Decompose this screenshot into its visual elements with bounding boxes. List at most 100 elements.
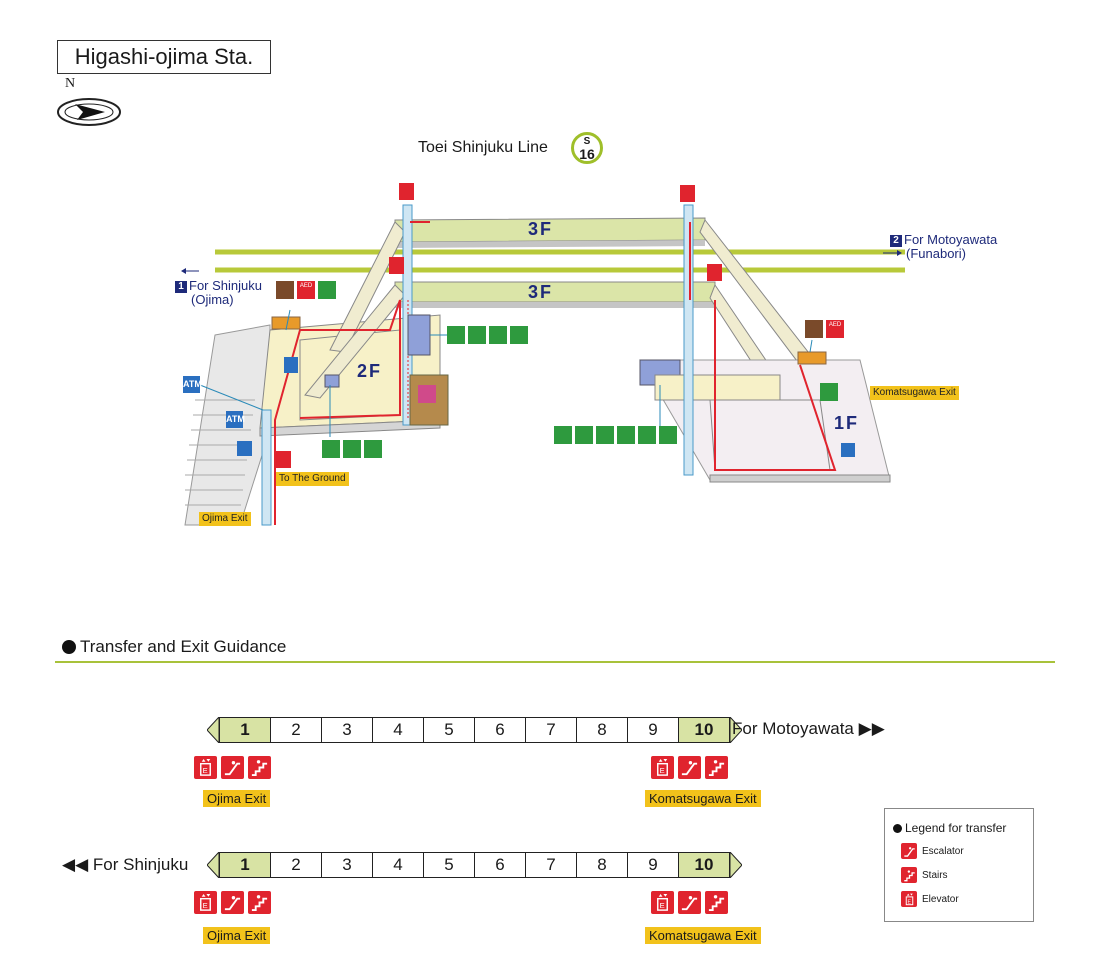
escalator-icon xyxy=(678,756,701,779)
escalator-icon xyxy=(678,891,701,914)
car1-exit-bottom: Ojima Exit xyxy=(203,927,271,944)
svg-text:E: E xyxy=(660,901,665,910)
legend-label: Escalator xyxy=(922,845,964,857)
svg-text:E: E xyxy=(660,766,665,775)
stairs-icon xyxy=(705,756,728,779)
map-exit-komatsugawa: Komatsugawa Exit xyxy=(870,386,959,400)
ticket-machine-icon xyxy=(237,441,252,456)
direction-shinjuku-label: ◀◀ For Shinjuku xyxy=(62,855,188,875)
direction-number: 1 xyxy=(175,280,187,293)
svg-text:E: E xyxy=(203,901,208,910)
legend-item-escalator: Escalator xyxy=(901,843,1033,859)
car-2: 2 xyxy=(271,852,322,878)
multipurpose-toilet-icon xyxy=(596,426,614,444)
changing-room-icon xyxy=(659,426,677,444)
car-7: 7 xyxy=(526,852,577,878)
toilet-icon xyxy=(554,426,572,444)
wheelchair-icon xyxy=(322,440,340,458)
elevator-icon: E xyxy=(194,891,217,914)
stairs-icon xyxy=(705,891,728,914)
escalator-icon xyxy=(221,891,244,914)
line-code-badge: S 16 xyxy=(571,132,603,164)
car-3: 3 xyxy=(322,852,373,878)
elevator-icon xyxy=(389,257,404,274)
car-2: 2 xyxy=(271,717,322,743)
legend-label: Elevator xyxy=(922,893,959,905)
double-arrow-left-icon: ◀◀ xyxy=(62,855,89,874)
car10-exit-bottom: Komatsugawa Exit xyxy=(645,927,761,944)
car-4: 4 xyxy=(373,717,424,743)
floor-label-2f: 2F xyxy=(357,361,383,381)
elevator-icon: E xyxy=(901,891,917,907)
legend-title-text: Legend for transfer xyxy=(905,821,1007,835)
double-arrow-right-icon: ▶▶ xyxy=(858,719,885,738)
train-front-left xyxy=(207,717,219,743)
compass-icon: N xyxy=(55,75,125,135)
bullet-icon xyxy=(62,640,76,654)
car1-transfer-icons-top: E xyxy=(194,756,271,779)
floor-label-3f-lower: 3F xyxy=(528,282,554,302)
fare-adjust-icon xyxy=(318,281,336,299)
car-1: 1 xyxy=(219,852,271,878)
ostomate-icon xyxy=(489,326,507,344)
car-6: 6 xyxy=(475,852,526,878)
train-front-right xyxy=(730,852,742,878)
floor-label-1f: 1F xyxy=(834,413,860,433)
atm-icon: ATM xyxy=(226,411,245,428)
escalator-icon xyxy=(901,843,917,859)
direction-sub: (Funabori) xyxy=(906,246,966,261)
wheelchair-icon xyxy=(575,426,593,444)
aed-icon: AED xyxy=(826,320,844,338)
car-5: 5 xyxy=(424,852,475,878)
elevator-icon xyxy=(399,183,414,200)
elevator-icon xyxy=(276,451,291,468)
car-3: 3 xyxy=(322,717,373,743)
line-code-number: 16 xyxy=(579,146,595,162)
aed-icon: AED xyxy=(297,281,315,299)
baby-care-icon xyxy=(638,426,656,444)
car10-transfer-icons-bottom: E xyxy=(651,891,728,914)
map-exit-to-ground: To The Ground xyxy=(276,472,349,486)
line-code-letter: S xyxy=(583,136,591,147)
direction-shinjuku-text: For Shinjuku xyxy=(92,855,189,874)
legend-box: Legend for transfer Escalator Stairs E E… xyxy=(884,808,1034,922)
car-9: 9 xyxy=(628,852,679,878)
car10-exit-top: Komatsugawa Exit xyxy=(645,790,761,807)
station-title: Higashi-ojima Sta. xyxy=(57,40,271,74)
ostomate-icon xyxy=(343,440,361,458)
toilet-icons-2f-lower xyxy=(322,440,382,458)
legend-title: Legend for transfer xyxy=(893,821,1033,835)
atm-icon: ATM xyxy=(183,376,202,393)
legend-label: Stairs xyxy=(922,869,948,881)
direction-number: 2 xyxy=(890,234,902,247)
ostomate-icon xyxy=(617,426,635,444)
svg-text:E: E xyxy=(907,899,911,905)
direction-motoyawata-label: For Motoyawata ▶▶ xyxy=(732,719,885,739)
info-counter-icon xyxy=(805,320,823,338)
direction-motoyawata-text: For Motoyawata xyxy=(732,719,854,738)
elevator-icon: E xyxy=(651,891,674,914)
fare-adjust-icon xyxy=(820,383,838,401)
direction-label: For Motoyawata xyxy=(904,232,998,247)
guidance-section-title: Transfer and Exit Guidance xyxy=(62,637,286,657)
car-1: 1 xyxy=(219,717,271,743)
guidance-title-text: Transfer and Exit Guidance xyxy=(80,637,287,656)
car-8: 8 xyxy=(577,852,628,878)
stairs-icon xyxy=(248,756,271,779)
compass-label: N xyxy=(65,76,76,91)
bullet-icon xyxy=(893,823,902,833)
toilet-icons-2f xyxy=(447,326,528,344)
multipurpose-toilet-icon xyxy=(468,326,486,344)
car10-transfer-icons-top: E xyxy=(651,756,728,779)
elevator-icon xyxy=(707,264,722,281)
car-9: 9 xyxy=(628,717,679,743)
train-front-right xyxy=(730,717,742,743)
elevator-icon: E xyxy=(651,756,674,779)
elevator-icon: E xyxy=(194,756,217,779)
toilet-icons-1f xyxy=(554,426,677,444)
train-front-left xyxy=(207,852,219,878)
locker-icon xyxy=(841,443,855,457)
car-10: 10 xyxy=(679,717,730,743)
car-row-shinjuku: 1 2 3 4 5 6 7 8 9 10 xyxy=(207,852,742,878)
